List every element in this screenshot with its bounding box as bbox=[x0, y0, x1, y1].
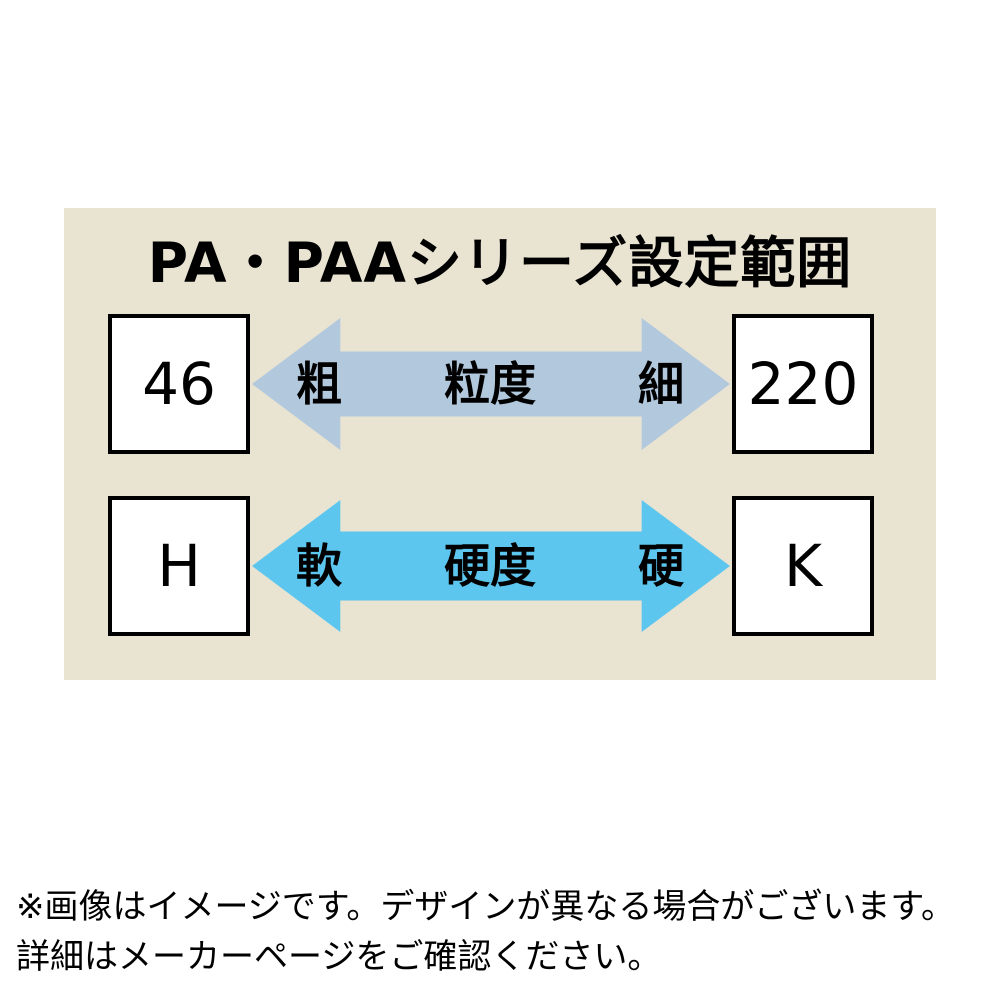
double-arrow-icon bbox=[252, 318, 730, 450]
hardness-max-value: K bbox=[783, 532, 823, 600]
grain-min-value: 46 bbox=[142, 350, 216, 418]
hardness-min-value: H bbox=[157, 532, 201, 600]
grain-min-box: 46 bbox=[108, 314, 250, 454]
setting-range-panel: PA・PAAシリーズ設定範囲 46 粗 粒度 細 220 bbox=[64, 208, 936, 680]
hardness-hard-label: 硬 bbox=[638, 539, 684, 593]
hardness-max-box: K bbox=[732, 496, 874, 636]
grain-max-box: 220 bbox=[732, 314, 874, 454]
double-arrow-shape bbox=[252, 318, 730, 450]
disclaimer-line-1: ※画像はイメージです。デザインが異なる場合がございます。 bbox=[16, 887, 956, 927]
grain-coarse-label: 粗 bbox=[296, 357, 342, 411]
double-arrow-shape bbox=[252, 500, 730, 632]
hardness-row: H 軟 硬度 硬 K bbox=[108, 496, 874, 636]
hardness-soft-label: 軟 bbox=[296, 539, 342, 593]
grain-axis-label: 粒度 bbox=[444, 357, 536, 411]
grain-size-row: 46 粗 粒度 細 220 bbox=[108, 314, 874, 454]
hardness-axis-label: 硬度 bbox=[444, 539, 536, 593]
grain-fine-label: 細 bbox=[638, 357, 684, 411]
hardness-arrow-labels: 軟 硬度 硬 bbox=[252, 500, 730, 632]
disclaimer-line-2: 詳細はメーカーページをご確認ください。 bbox=[16, 937, 662, 978]
double-arrow-icon bbox=[252, 500, 730, 632]
hardness-min-box: H bbox=[108, 496, 250, 636]
grain-max-value: 220 bbox=[747, 350, 859, 418]
hardness-arrow: 軟 硬度 硬 bbox=[252, 500, 730, 632]
panel-title: PA・PAAシリーズ設定範囲 bbox=[147, 231, 853, 295]
grain-arrow-labels: 粗 粒度 細 bbox=[252, 318, 730, 450]
grain-size-arrow: 粗 粒度 細 bbox=[252, 318, 730, 450]
disclaimer-note: ※画像はイメージです。デザインが異なる場合がございます。 詳細はメーカーページを… bbox=[16, 882, 955, 983]
